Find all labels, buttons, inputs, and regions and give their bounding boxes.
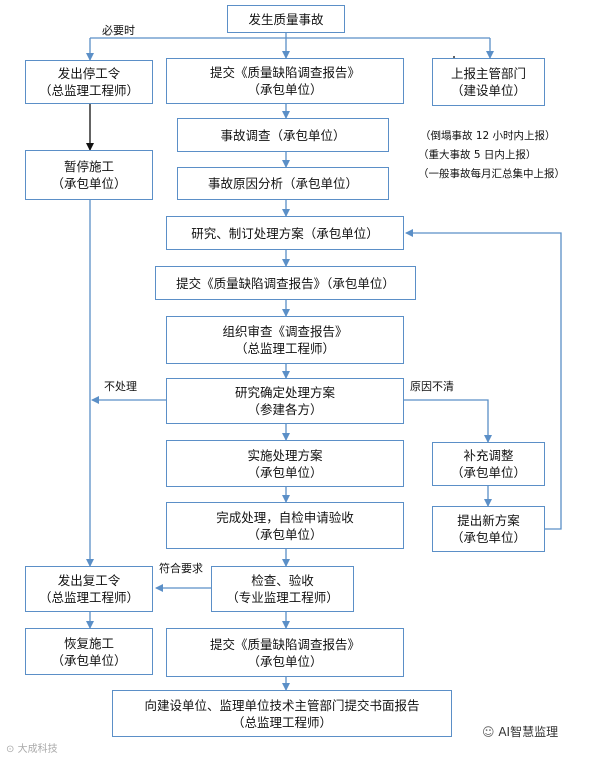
node-complete: 完成处理，自检申请验收 （承包单位） — [166, 502, 404, 549]
note-collapse: （倒塌事故 12 小时内上报） — [420, 130, 556, 142]
node-cause-analysis: 事故原因分析（承包单位） — [177, 167, 389, 200]
node-study-plan: 研究、制订处理方案（承包单位） — [166, 216, 404, 250]
edge-unclear-cause — [404, 399, 492, 443]
node-new-plan: 提出新方案 （承包单位） — [432, 506, 545, 552]
node-final-report: 向建设单位、监理单位技术主管部门提交书面报告 （总监理工程师） — [112, 690, 452, 737]
node-resume-work: 恢复施工 （承包单位） — [25, 628, 153, 675]
node-accident: 发生质量事故 — [227, 5, 345, 33]
wechat-icon: ☺ — [482, 725, 495, 739]
node-report-dept: 上报主管部门 （建设单位） — [432, 58, 545, 106]
node-pause-work: 暂停施工 （承包单位） — [25, 150, 153, 200]
node-resume-order: 发出复工令 （总监理工程师） — [25, 566, 153, 612]
label-no-treatment: 不处理 — [104, 380, 137, 393]
node-submit-report-2: 提交《质量缺陷调查报告》（承包单位） — [155, 266, 416, 300]
edge-loop-back — [405, 229, 562, 530]
note-general: （一般事故每月汇总集中上报） — [418, 168, 565, 180]
node-review-report: 组织审查《调查报告》 （总监理工程师） — [166, 316, 404, 364]
node-stop-order: 发出停工令 （总监理工程师） — [25, 60, 153, 104]
node-inspect: 检查、验收 （专业监理工程师） — [211, 566, 354, 612]
label-unclear-cause: 原因不清 — [410, 380, 454, 393]
watermark-left-icon: ⊙ — [6, 744, 15, 755]
node-supplement: 补充调整 （承包单位） — [432, 442, 545, 486]
node-submit-report-3: 提交《质量缺陷调查报告》 （承包单位） — [166, 628, 404, 677]
node-determine-plan: 研究确定处理方案 （参建各方） — [166, 378, 404, 424]
watermark-left: ⊙ 大成科技 — [6, 744, 58, 755]
watermark-right: ☺ AI智慧监理 — [482, 725, 559, 739]
node-investigation: 事故调查（承包单位） — [177, 118, 389, 152]
note-major: （重大事故 5 日内上报） — [418, 149, 537, 161]
label-meets-requirements: 符合要求 — [159, 562, 203, 575]
label-when-necessary: 必要时 — [102, 24, 135, 37]
node-submit-report-1: 提交《质量缺陷调查报告》 （承包单位） — [166, 58, 404, 104]
node-implement-plan: 实施处理方案 （承包单位） — [166, 440, 404, 487]
